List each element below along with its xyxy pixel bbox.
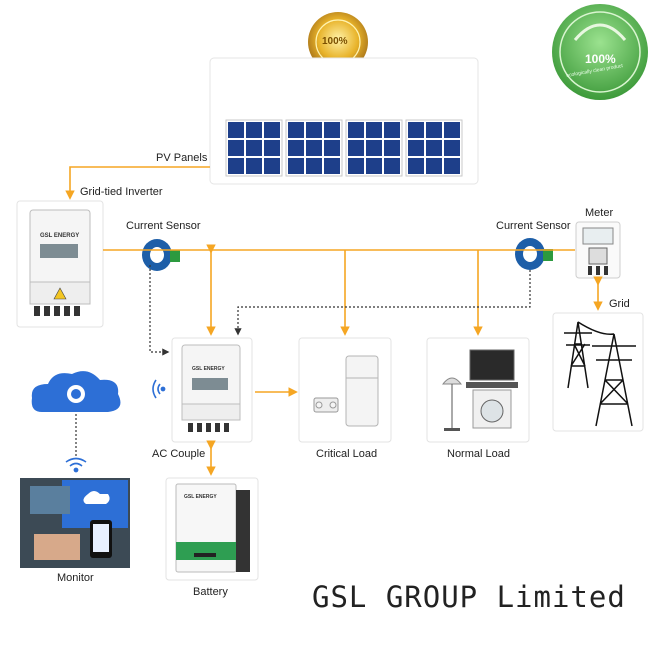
solar-cell xyxy=(288,140,304,156)
solar-cell xyxy=(408,122,424,138)
solar-cell xyxy=(348,122,364,138)
solar-cell xyxy=(246,122,262,138)
solar-cell xyxy=(324,158,340,174)
pv-panels-label: PV Panels xyxy=(156,152,208,164)
guarantee-percent: 100% xyxy=(322,36,348,47)
current-sensor-right xyxy=(515,238,553,270)
meter-device xyxy=(575,221,621,279)
solar-cell xyxy=(324,140,340,156)
solar-cell xyxy=(306,158,322,174)
solar-cell xyxy=(426,140,442,156)
solar-cell xyxy=(306,122,322,138)
eco-badge xyxy=(552,4,648,100)
pv-panel-array xyxy=(225,119,463,177)
battery-brand-text: GSL ENERGY xyxy=(184,494,217,500)
solar-cell xyxy=(408,140,424,156)
current-sensor-left xyxy=(142,239,180,271)
solar-cell xyxy=(366,122,382,138)
inverter-brand-text: GSL ENERGY xyxy=(40,233,80,239)
solar-cell xyxy=(426,122,442,138)
solar-cell xyxy=(384,140,400,156)
monitor-label: Monitor xyxy=(57,572,94,584)
solar-cell xyxy=(288,158,304,174)
normal-load-label: Normal Load xyxy=(447,448,510,460)
company-footer: GSL GROUP Limited xyxy=(312,580,626,614)
solar-cell xyxy=(348,140,364,156)
solar-cell xyxy=(444,122,460,138)
leaf-icon xyxy=(573,23,627,41)
solar-cell xyxy=(246,158,262,174)
solar-cell xyxy=(228,140,244,156)
solar-cell xyxy=(384,158,400,174)
data-lines xyxy=(75,265,531,456)
grid-label: Grid xyxy=(609,298,630,310)
solar-cell xyxy=(366,158,382,174)
solar-cell xyxy=(306,140,322,156)
battery-label: Battery xyxy=(193,586,228,598)
solar-cell xyxy=(444,140,460,156)
solar-cell xyxy=(444,158,460,174)
solar-cell xyxy=(228,158,244,174)
battery-device xyxy=(165,477,259,581)
solar-cell xyxy=(288,122,304,138)
ac-lines xyxy=(65,166,603,476)
solar-cell xyxy=(348,158,364,174)
ac-couple-brand-text: GSL ENERGY xyxy=(192,366,225,372)
current-sensor-left-label: Current Sensor xyxy=(126,220,201,232)
current-sensor-right-label: Current Sensor xyxy=(496,220,571,232)
solar-cell xyxy=(246,140,262,156)
solar-cell xyxy=(384,122,400,138)
solar-cell xyxy=(264,158,280,174)
solar-cell xyxy=(264,140,280,156)
normal-load-appliances xyxy=(426,337,530,443)
critical-load-label: Critical Load xyxy=(316,448,378,460)
solar-cell xyxy=(366,140,382,156)
ac-couple-label: AC Couple xyxy=(152,448,206,460)
solar-cell xyxy=(264,122,280,138)
grid-tied-inverter-label: Grid-tied Inverter xyxy=(80,186,163,198)
cloud-icon xyxy=(31,371,121,412)
critical-load-appliances xyxy=(298,337,392,443)
solar-cell xyxy=(324,122,340,138)
wifi-icon-monitor xyxy=(65,457,87,473)
ac-couple-device xyxy=(171,337,253,443)
meter-label: Meter xyxy=(585,207,614,219)
wifi-icon-ac-couple xyxy=(152,379,166,399)
solar-cell xyxy=(408,158,424,174)
solar-cell xyxy=(426,158,442,174)
eco-percent: 100% xyxy=(585,52,616,66)
solar-cell xyxy=(228,122,244,138)
grid-tied-inverter-device xyxy=(16,200,104,328)
monitor-device xyxy=(20,478,130,568)
grid-towers-icon xyxy=(552,312,644,432)
